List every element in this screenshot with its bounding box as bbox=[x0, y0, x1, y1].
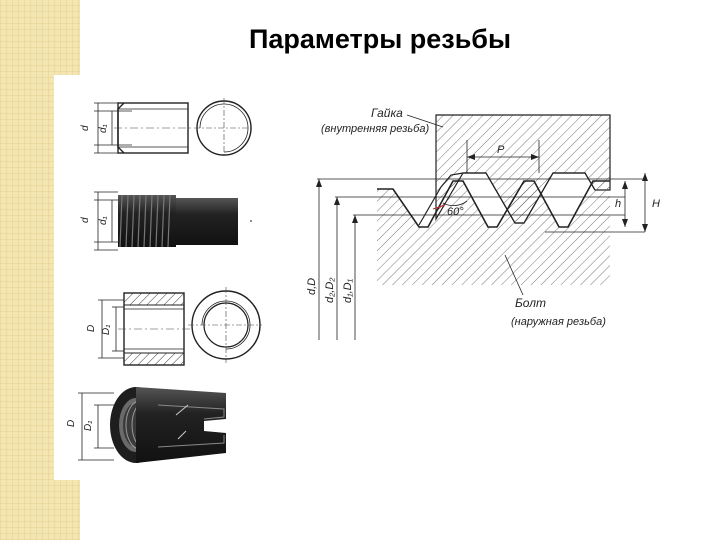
thread-profile-panel: Гайка (внутренняя резьба) P 60° h H Болт… bbox=[295, 95, 675, 345]
dim-label-D1: D₁ bbox=[83, 421, 94, 431]
angle-label: 60° bbox=[447, 206, 464, 218]
nut-label: Гайка bbox=[371, 106, 403, 120]
dim-label-D: D bbox=[66, 420, 77, 427]
slide-title: Параметры резьбы bbox=[248, 24, 512, 54]
dim-label-d: d bbox=[80, 217, 91, 223]
dim-label-d1: d₁ bbox=[98, 124, 109, 133]
dim-label-d: d bbox=[80, 125, 91, 131]
dim-label-d1: d₁ bbox=[98, 216, 109, 225]
H-label: H bbox=[652, 198, 660, 210]
nut-thread-profile bbox=[418, 172, 596, 226]
dim-label-d1D1: d₁,D₁ bbox=[342, 278, 354, 303]
nut-sublabel: (внутренняя резьба) bbox=[321, 123, 429, 135]
internal-thread-section bbox=[98, 287, 262, 366]
dim-label-dD: d,D bbox=[306, 278, 318, 295]
bolt-label: Болт bbox=[515, 296, 546, 310]
pitch-label: P bbox=[497, 144, 505, 156]
h-label: h bbox=[615, 198, 621, 210]
thread-profile-drawing: Гайка (внутренняя резьба) P 60° h H Болт… bbox=[306, 106, 660, 340]
bolt-section-hatch bbox=[377, 181, 610, 285]
thread-views-drawing: d d₁ d d₁ D D₁ D D₁ bbox=[66, 98, 262, 463]
thread-views-panel: d d₁ d d₁ D D₁ D D₁ bbox=[54, 75, 264, 480]
external-thread-view bbox=[94, 98, 254, 158]
dim-label-d2D2: d₂,D₂ bbox=[324, 277, 336, 303]
bolt-thread-profile bbox=[377, 180, 610, 228]
internal-thread-picture bbox=[78, 387, 226, 463]
external-thread-picture bbox=[94, 191, 252, 251]
bolt-sublabel: (наружная резьба) bbox=[511, 316, 606, 328]
dim-label-D: D bbox=[86, 325, 97, 332]
dim-label-D1: D₁ bbox=[101, 325, 112, 335]
